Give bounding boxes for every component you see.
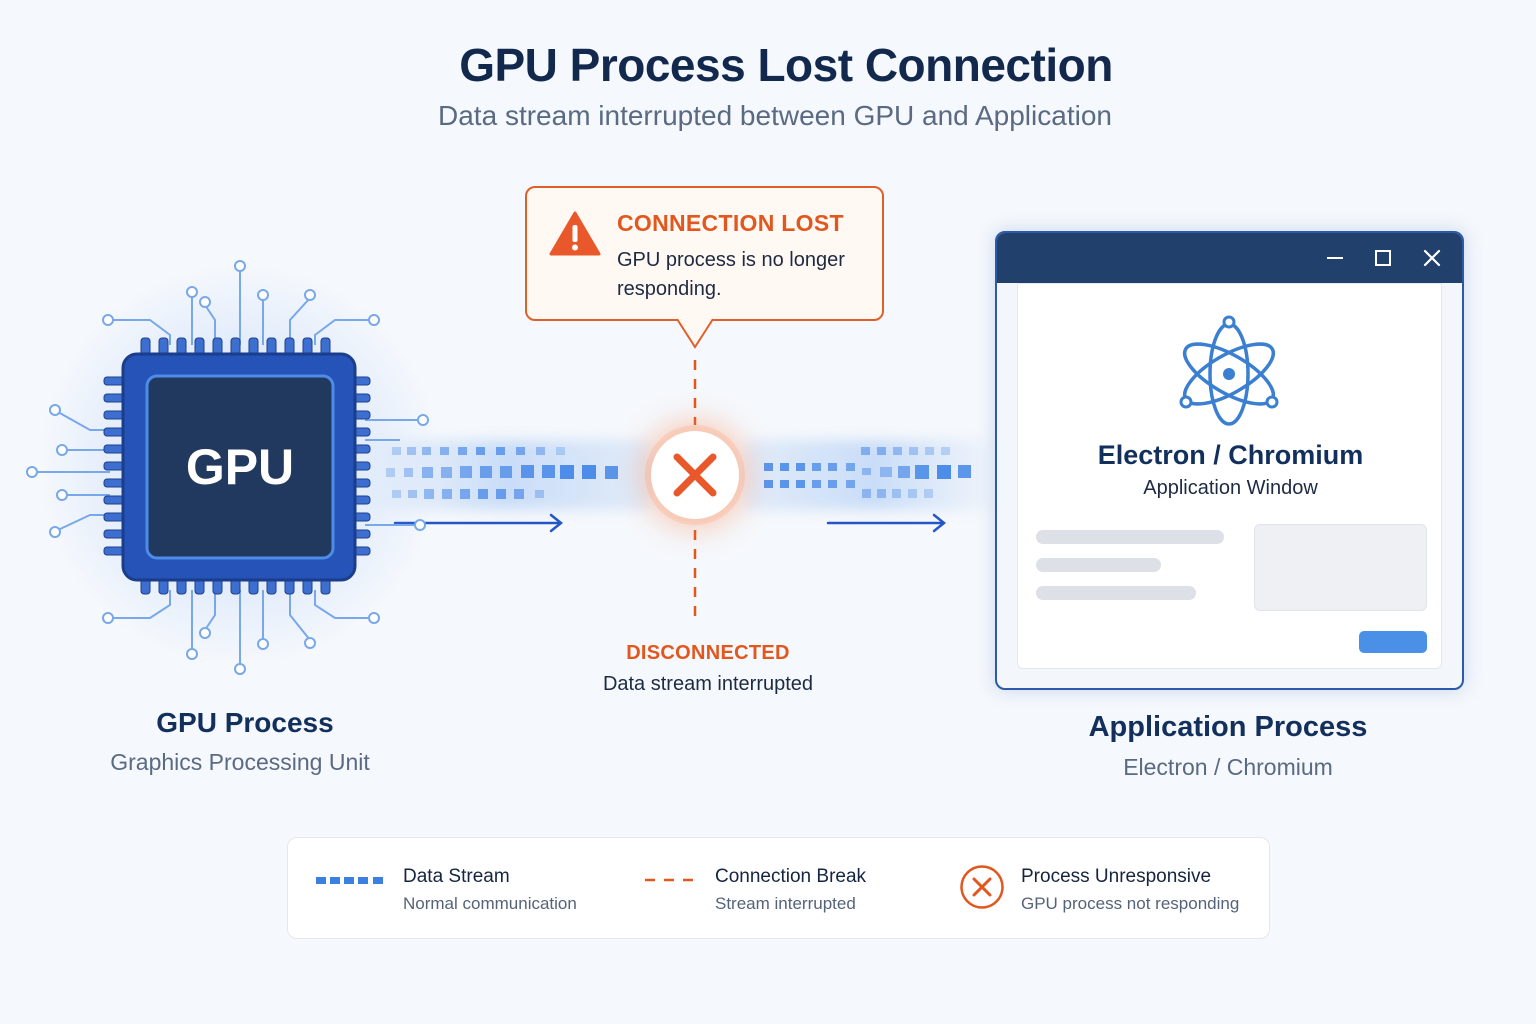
- alert-message: GPU process is no longer responding.: [617, 249, 845, 300]
- data-stream-right: [764, 447, 971, 498]
- app-process-label: Application Process: [1088, 711, 1368, 743]
- unresponsive-x-icon: [960, 865, 1004, 909]
- electron-atom-icon: [1179, 315, 1279, 426]
- gpu-process-label: GPU Process: [156, 707, 334, 738]
- close-icon[interactable]: [1418, 244, 1446, 272]
- gpu-chip-label: GPU: [185, 439, 295, 495]
- gpu-process-sublabel: Graphics Processing Unit: [110, 749, 370, 775]
- window-titlebar: [997, 233, 1462, 283]
- page-subtitle: Data stream interrupted between GPU and …: [438, 100, 1112, 131]
- application-window: Electron / Chromium Application Window: [995, 231, 1464, 690]
- connection-lost-alert: CONNECTION LOST GPU process is no longer…: [525, 186, 884, 321]
- gpu-chip-icon: [26, 260, 440, 675]
- app-window-title: Electron / Chromium: [1097, 440, 1364, 470]
- legend-item-description: Stream interrupted: [715, 894, 856, 913]
- legend-item-description: GPU process not responding: [1021, 894, 1240, 913]
- disconnected-status: DISCONNECTED: [626, 642, 790, 664]
- stream-arrows: [393, 513, 947, 533]
- app-process-sublabel: Electron / Chromium: [1123, 754, 1333, 780]
- alert-pointer: [676, 318, 714, 349]
- x-mark-icon: [673, 453, 717, 497]
- data-stream-legend-icon: [316, 877, 383, 884]
- connection-break-marker: [651, 431, 739, 519]
- legend-item-title: Process Unresponsive: [1021, 866, 1212, 887]
- legend: Data Stream Normal communication Connect…: [287, 837, 1270, 939]
- window-content: Electron / Chromium Application Window: [1017, 283, 1442, 669]
- legend-item-description: Normal communication: [403, 894, 577, 913]
- placeholder-panel: [1254, 524, 1427, 611]
- legend-item-title: Data Stream: [403, 866, 510, 887]
- placeholder-line: [1036, 558, 1161, 572]
- page-title: GPU Process Lost Connection: [459, 39, 1113, 91]
- connection-break-legend-icon: [645, 878, 699, 882]
- disconnected-description: Data stream interrupted: [602, 673, 814, 695]
- placeholder-line: [1036, 530, 1224, 544]
- alert-title: CONNECTION LOST: [617, 210, 844, 236]
- placeholder-line: [1036, 586, 1196, 600]
- warning-triangle-icon: [549, 211, 601, 256]
- minimize-icon[interactable]: [1321, 244, 1349, 272]
- placeholder-button[interactable]: [1359, 631, 1427, 653]
- maximize-icon[interactable]: [1369, 244, 1397, 272]
- legend-item-title: Connection Break: [715, 866, 867, 887]
- app-window-sublabel: Application Window: [1143, 477, 1318, 499]
